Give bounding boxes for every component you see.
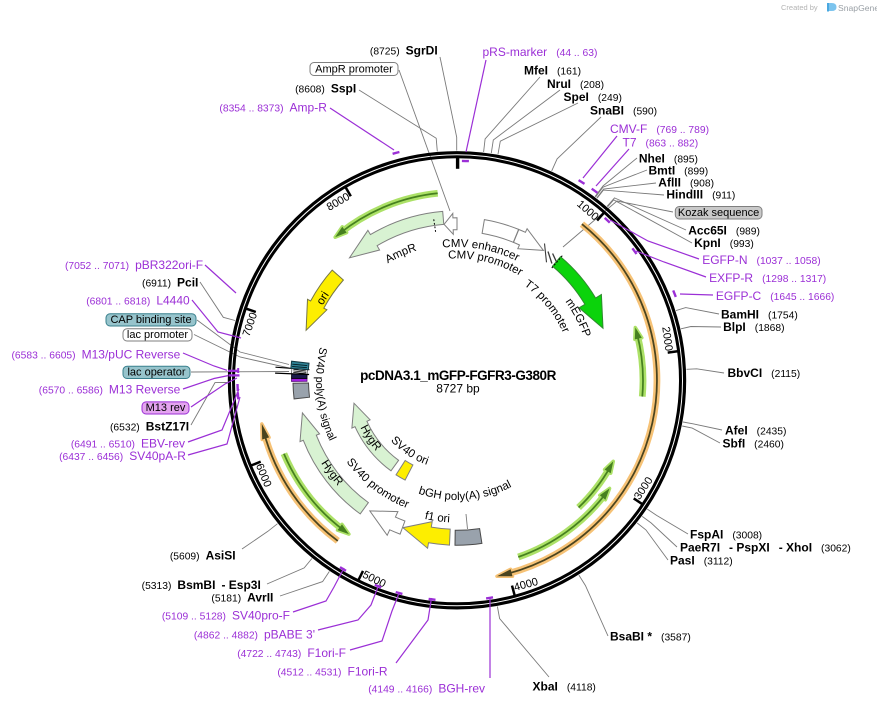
svg-text:BmtI(899): BmtI(899) [649,164,709,178]
svg-text:(8608)SspI: (8608)SspI [295,81,356,95]
svg-text:SbfI(2460): SbfI(2460) [723,437,784,451]
svg-text:(6532)BstZ17I: (6532)BstZ17I [110,419,189,433]
svg-text:EXFP-R(1298 .. 1317): EXFP-R(1298 .. 1317) [709,271,826,285]
svg-text:T7(863 .. 882): T7(863 .. 882) [623,136,699,150]
svg-text:(6911)PciI: (6911)PciI [142,276,198,290]
svg-text:pRS-marker(44 .. 63): pRS-marker(44 .. 63) [483,45,598,59]
svg-text:lac operator: lac operator [127,367,185,379]
svg-text:EGFP-N(1037 .. 1058): EGFP-N(1037 .. 1058) [702,253,820,267]
svg-text:PaeR7I- PspXI- XhoI(3062): PaeR7I- PspXI- XhoI(3062) [680,541,851,555]
svg-text:lac promoter: lac promoter [127,329,188,341]
svg-text:BsaBI *(3587): BsaBI *(3587) [610,630,691,644]
svg-text:NruI(208): NruI(208) [547,77,604,91]
svg-text:(4512 .. 4531)F1ori-R: (4512 .. 4531)F1ori-R [277,664,387,678]
svg-text:f1 ori: f1 ori [424,510,451,525]
svg-text:SpeI(249): SpeI(249) [564,90,622,104]
svg-text:(6801 .. 6818)L4440: (6801 .. 6818)L4440 [86,294,190,308]
svg-text:BamHI(1754): BamHI(1754) [721,307,798,321]
svg-text:(4722 .. 4743)F1ori-F: (4722 .. 4743)F1ori-F [237,646,346,660]
svg-text:(5313)BsmBI- Esp3I: (5313)BsmBI- Esp3I [142,578,261,592]
svg-text:(5109 .. 5128)SV40pro-F: (5109 .. 5128)SV40pro-F [162,608,290,622]
svg-text:PasI(3112): PasI(3112) [670,554,733,568]
svg-text:EGFP-C(1645 .. 1666): EGFP-C(1645 .. 1666) [716,289,834,303]
svg-text:HindIII(911): HindIII(911) [666,188,735,202]
svg-text:AflII(908): AflII(908) [658,176,714,190]
svg-text:M13 rev: M13 rev [146,402,186,414]
svg-text:(7052 .. 7071)pBR322ori-F: (7052 .. 7071)pBR322ori-F [65,258,203,272]
svg-text:(5181)AvrII: (5181)AvrII [211,591,273,605]
svg-text:SnapGene: SnapGene [838,3,877,13]
svg-text:(8354 .. 8373)Amp-R: (8354 .. 8373)Amp-R [219,101,327,115]
svg-text:(4149 .. 4166)BGH-rev: (4149 .. 4166)BGH-rev [368,682,485,696]
svg-text:(4862 .. 4882)pBABE 3': (4862 .. 4882)pBABE 3' [194,627,315,641]
svg-text:ori: ori [315,290,332,307]
svg-text:XbaI(4118): XbaI(4118) [533,680,596,694]
svg-text:2000: 2000 [659,326,674,352]
svg-text:AfeI(2435): AfeI(2435) [725,424,786,438]
svg-text:CMV-F(769 .. 789): CMV-F(769 .. 789) [610,122,709,136]
svg-text:AmpR promoter: AmpR promoter [315,64,393,76]
svg-text:(6491 .. 6510)EBV-rev: (6491 .. 6510)EBV-rev [71,436,185,450]
svg-text:(6437 .. 6456)SV40pA-R: (6437 .. 6456)SV40pA-R [59,449,186,463]
svg-text:CAP binding site: CAP binding site [110,314,191,326]
svg-text:NheI(895): NheI(895) [639,151,698,165]
svg-text:(6570 .. 6586)M13 Reverse: (6570 .. 6586)M13 Reverse [39,383,181,397]
svg-text:BbvCI(2115): BbvCI(2115) [728,366,801,380]
svg-text:BlpI(1868): BlpI(1868) [723,320,784,334]
svg-text:Created by: Created by [781,3,818,12]
svg-text:Kozak sequence: Kozak sequence [678,207,759,219]
svg-text:8727 bp: 8727 bp [436,382,480,396]
svg-text:(5609)AsiSI: (5609)AsiSI [170,549,236,563]
svg-text:KpnI(993): KpnI(993) [694,236,754,250]
svg-text:SnaBI(590): SnaBI(590) [590,104,657,118]
svg-text:(6583 .. 6605)M13/pUC Reverse: (6583 .. 6605)M13/pUC Reverse [11,348,180,362]
svg-text:Acc65I(989): Acc65I(989) [688,223,760,237]
svg-text:(8725)SgrDI: (8725)SgrDI [370,43,438,57]
svg-text:MfeI(161): MfeI(161) [524,64,581,78]
svg-text:pcDNA3.1_mGFP-FGFR3-G380R: pcDNA3.1_mGFP-FGFR3-G380R [360,368,556,383]
svg-text:FspAI(3008): FspAI(3008) [690,528,762,542]
